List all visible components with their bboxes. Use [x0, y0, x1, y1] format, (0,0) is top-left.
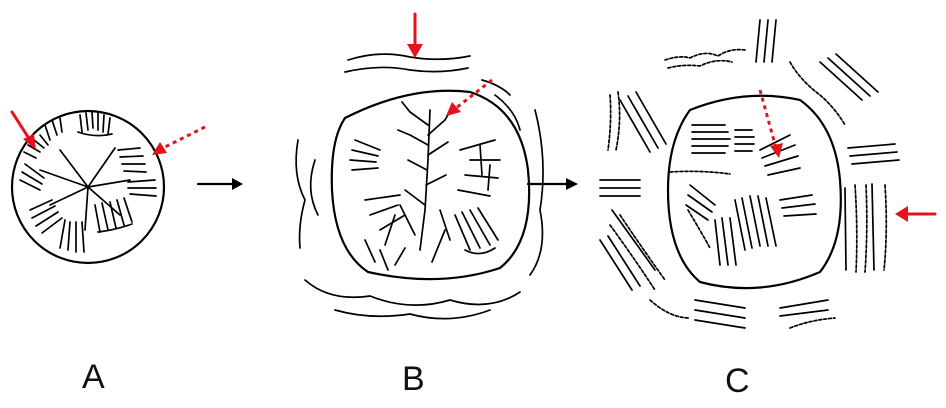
panel-b-branches: [350, 102, 500, 270]
arrow-a-to-b-head: [232, 178, 243, 190]
arrow-b-to-c-head: [566, 178, 578, 190]
panel-label-b: B: [402, 362, 425, 396]
panel-c-inner-combs: [686, 125, 816, 265]
panel-a-solid-arrow: [12, 112, 30, 140]
panel-b-drawing: [296, 14, 543, 319]
panel-label-a: A: [82, 360, 105, 394]
panel-c-straight-fibers: [600, 20, 899, 328]
panel-b-solid-arrowhead: [407, 44, 423, 58]
panel-c-dotted-arrow: [760, 90, 776, 148]
panel-a-fibrils: [20, 112, 156, 252]
panel-a-drawing: [12, 111, 205, 263]
panel-c-drawing: [600, 20, 935, 328]
panel-a-solid-arrowhead: [23, 134, 36, 150]
panel-label-c: C: [725, 364, 750, 398]
panel-c-solid-arrowhead: [895, 206, 908, 222]
panel-a-dotted-arrow: [163, 127, 205, 148]
